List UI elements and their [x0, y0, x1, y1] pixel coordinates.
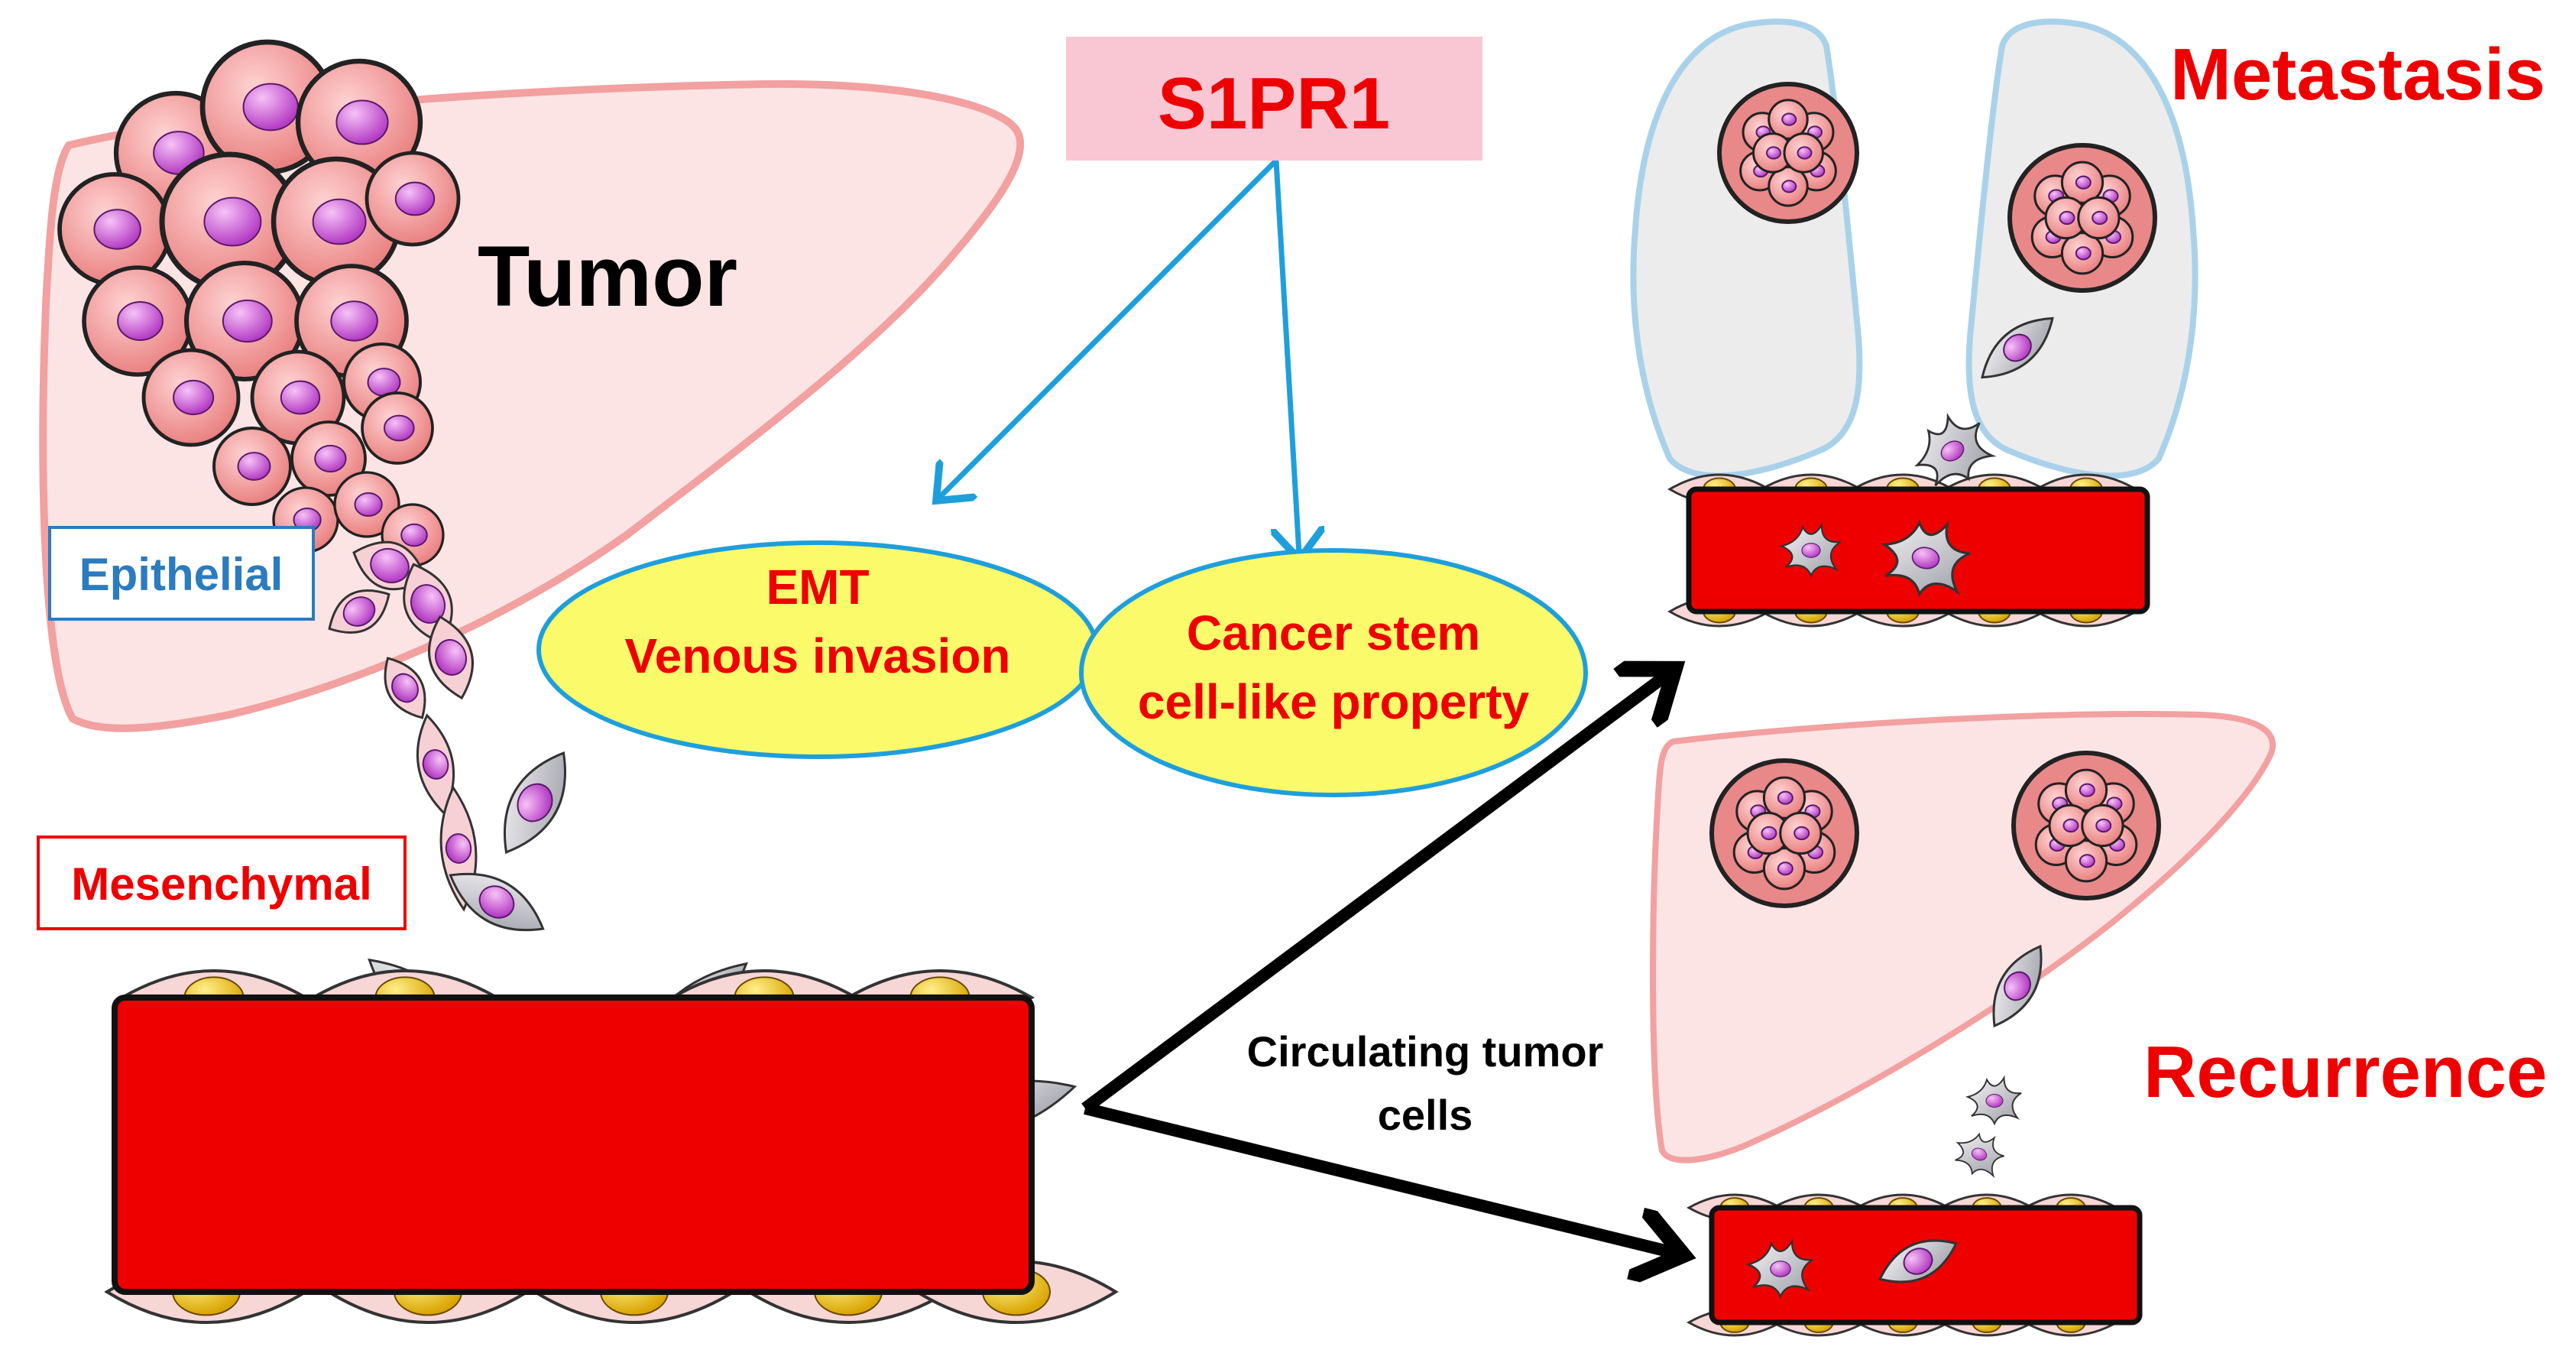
tumor-cell	[2064, 839, 2108, 883]
tumor-cell	[1768, 99, 1809, 140]
mesenchymal-cell	[1981, 316, 2054, 379]
ctc-label-line1: Circulating tumor	[1247, 1027, 1604, 1076]
epithelial-box	[48, 526, 315, 621]
blood-vessel-metastasis	[1667, 473, 2150, 628]
ctc-label-line2: cells	[1378, 1091, 1473, 1139]
tumor-cell	[1768, 166, 1809, 207]
mesenchymal-label: Mesenchymal	[71, 858, 372, 910]
tumor-cell	[2060, 232, 2105, 275]
mesenchymal-cell	[1914, 412, 1997, 487]
primary-tumor-cluster	[57, 39, 461, 567]
tumor-cell	[361, 391, 434, 465]
mesenchymal-cell	[503, 751, 567, 855]
tumor-cluster	[1709, 758, 1859, 908]
metastasis-label: Metastasis	[2170, 34, 2545, 115]
tumor-cell	[212, 427, 292, 506]
tumor-cell	[333, 471, 400, 538]
epithelial-cell	[416, 713, 455, 816]
tumor-cluster	[1717, 82, 1859, 224]
mesenchymal-cell	[449, 872, 545, 932]
arrow-to-emt	[940, 158, 1278, 497]
stem-property-label: cell-like property	[1138, 674, 1530, 729]
metastatic-tumor-clusters	[1709, 82, 2161, 908]
emt-label: EMT	[766, 560, 869, 615]
tumor-cell	[1762, 847, 1806, 891]
tumor-label: Tumor	[478, 229, 737, 324]
mesenchymal-cell	[1878, 1239, 1958, 1283]
arrow-to-stem	[1276, 160, 1299, 554]
s1pr1-box	[1066, 37, 1482, 161]
recurrence-label: Recurrence	[2143, 1031, 2547, 1113]
stem-ellipse	[1079, 548, 1588, 797]
tumor-cell	[1762, 776, 1806, 819]
blood-vessel-recurrence	[1686, 1193, 2143, 1337]
tumor-cell	[2081, 803, 2124, 848]
mesenchymal-cell	[1965, 1075, 2022, 1126]
tumor-cell	[141, 348, 241, 447]
mesenchymal-box	[37, 835, 407, 930]
s1pr1-label: S1PR1	[1158, 63, 1390, 144]
tumor-cell	[1752, 132, 1793, 174]
cancer-stem-label: Cancer stem	[1187, 605, 1480, 660]
disseminating-cells-right	[1914, 316, 2054, 1179]
arrow-to-metastasis	[1081, 673, 1670, 1114]
tumor-cell	[2060, 161, 2105, 204]
blood-vessel-left	[104, 969, 1119, 1324]
mesenchymal-cell	[1779, 522, 1842, 578]
epithelial-cell	[384, 657, 426, 719]
tumor-cell	[1779, 811, 1823, 855]
epithelial-cell	[428, 615, 474, 700]
tumor-cell	[82, 265, 193, 377]
mesenchymal-cell	[1955, 1132, 2004, 1179]
epithelial-label: Epithelial	[79, 549, 284, 600]
mesenchymal-cell	[1881, 519, 1971, 598]
mesenchymal-cell	[1745, 1238, 1813, 1299]
mesenchymal-cell	[1992, 944, 2043, 1028]
tumor-cluster	[2011, 751, 2161, 900]
tumor-cell	[2044, 196, 2088, 240]
tumor-cell	[365, 151, 461, 247]
tumor-cell	[2064, 768, 2108, 812]
tumor-cluster	[2007, 143, 2157, 293]
tumor-cell	[290, 420, 367, 497]
venous-invasion-label: Venous invasion	[624, 628, 1010, 683]
tumor-cell	[159, 151, 300, 292]
tumor-cell	[2077, 196, 2121, 240]
epithelial-cell	[328, 589, 390, 634]
tumor-cell	[183, 260, 306, 382]
arrow-to-recurrence	[1084, 1102, 1677, 1254]
tumor-cell	[295, 58, 423, 187]
tumor-cell	[1783, 132, 1824, 174]
